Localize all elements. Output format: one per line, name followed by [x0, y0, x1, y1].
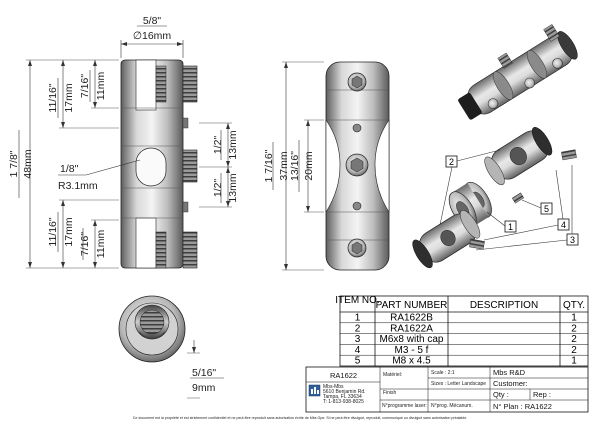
dim-lower-a-in: 11/16"	[47, 217, 59, 246]
bom-table: ITEM NO. PART NUMBER DESCRIPTION QTY. 1 …	[335, 295, 589, 367]
dim-top-width-in: 5/8"	[143, 15, 162, 27]
dim-top-width-mm: ∅16mm	[133, 30, 172, 42]
svg-text:RA1622B: RA1622B	[390, 313, 433, 324]
dim-total-mm: 48mm	[22, 149, 34, 178]
svg-text:2: 2	[355, 323, 361, 334]
dim-half-bottom-in: 1/2"	[212, 179, 224, 198]
balloons: 2 5 4 1 3	[439, 149, 579, 251]
svg-text:Scale : 2:1: Scale : 2:1	[431, 370, 455, 376]
dim-bottom-mm: 9mm	[192, 382, 216, 394]
dim-upper-a-in: 11/16"	[47, 83, 59, 112]
dim-front-total-mm: 37mm	[278, 151, 290, 180]
drawing-title: RA1622	[330, 371, 357, 380]
svg-text:RA1622A: RA1622A	[390, 323, 433, 334]
svg-text:3: 3	[355, 334, 361, 345]
svg-text:5: 5	[355, 356, 361, 367]
bottom-view	[118, 295, 186, 363]
iso-exploded	[412, 127, 577, 269]
svg-text:1: 1	[355, 313, 361, 324]
dim-bottom-in: 5/16"	[192, 367, 216, 379]
svg-text:2: 2	[571, 345, 577, 356]
svg-text:5610 Benjamin Rd.: 5610 Benjamin Rd.	[323, 389, 366, 395]
svg-text:M6x8 with cap: M6x8 with cap	[380, 334, 444, 345]
dim-front: 1 7/16" 37mm 13/16" 20mm	[263, 61, 324, 271]
front-view	[325, 61, 390, 271]
svg-text:T: 1-813-938-8025: T: 1-813-938-8025	[323, 399, 364, 405]
svg-text:1: 1	[571, 313, 577, 324]
dim-front-inner-mm: 20mm	[303, 151, 315, 180]
balloon-5: 5	[544, 204, 549, 214]
side-view	[120, 59, 198, 269]
dim-upper-b-mm: 11mm	[95, 72, 107, 101]
svg-text:Mbs-Mbs: Mbs-Mbs	[323, 384, 344, 390]
dim-total-in: 1 7/8"	[8, 150, 20, 177]
svg-text:Finish: Finish	[383, 390, 397, 396]
table-row: 3 M6x8 with cap 2	[355, 334, 578, 345]
bom-header-item: ITEM NO.	[335, 295, 379, 306]
dim-lower-b-mm: 11mm	[95, 230, 107, 259]
svg-text:M8 x 4.5: M8 x 4.5	[392, 356, 431, 367]
svg-text:1: 1	[571, 356, 577, 367]
svg-text:Rep :: Rep :	[533, 390, 551, 399]
dim-side-right: 1/2" 13mm 1/2" 13mm	[199, 122, 239, 208]
dim-side-left: 1 7/8" 48mm 11/16" 17mm 7/16" 11mm 11/16…	[8, 59, 141, 269]
dim-slot-radius-mm: R3.1mm	[58, 180, 98, 192]
svg-text:M3 - 5 f: M3 - 5 f	[395, 345, 429, 356]
svg-text:4: 4	[355, 345, 361, 356]
table-row: 1 RA1622B 1	[355, 313, 578, 324]
svg-text:Matériel:: Matériel:	[383, 372, 402, 378]
dim-lower-a-mm: 17mm	[63, 217, 75, 246]
svg-text:N°programme laser:: N°programme laser:	[382, 403, 427, 409]
confidentiality-footer: Ce document est la propriété et est stri…	[133, 416, 467, 420]
iso-assembled	[458, 24, 578, 120]
company-logo-icon	[308, 384, 321, 397]
table-row: 4 M3 - 5 f 2	[355, 345, 578, 356]
title-block: RA1622 Mbs-Mbs 5610 Benjamin Rd. Tampa, …	[305, 366, 589, 413]
svg-text:Customer:: Customer:	[493, 379, 528, 388]
table-row: 2 RA1622A 2	[355, 323, 578, 334]
dim-half-bottom-mm: 13mm	[227, 173, 239, 202]
balloon-1: 1	[508, 222, 513, 232]
svg-text:N°prog. Mécanum.: N°prog. Mécanum.	[431, 403, 473, 409]
dim-front-total-in: 1 7/16"	[263, 149, 275, 182]
svg-text:2: 2	[571, 323, 577, 334]
dim-half-top-mm: 13mm	[227, 130, 239, 159]
svg-text:Mbs R&D: Mbs R&D	[493, 368, 526, 377]
bom-header-qty: QTY.	[563, 300, 585, 311]
dim-upper-a-mm: 17mm	[63, 83, 75, 112]
bom-header-desc: DESCRIPTION	[470, 300, 538, 311]
dim-upper-b-in: 7/16"	[79, 74, 91, 98]
dim-lower-b-in: 7/16"	[79, 232, 91, 256]
svg-text:Tampa, FL 33634: Tampa, FL 33634	[323, 394, 362, 400]
dim-slot-radius-in: 1/8"	[60, 163, 79, 175]
balloon-2: 2	[449, 157, 454, 167]
svg-text:2: 2	[571, 334, 577, 345]
svg-text:Sizes : Letter Landscape: Sizes : Letter Landscape	[431, 381, 486, 387]
dim-top-width: 5/8" ∅16mm	[120, 15, 184, 58]
balloon-3: 3	[570, 235, 575, 245]
dim-front-inner-in: 13/16"	[289, 151, 301, 181]
dim-half-top-in: 1/2"	[212, 136, 224, 155]
svg-text:N° Plan : RA1622: N° Plan : RA1622	[493, 402, 552, 411]
svg-text:Qty :: Qty :	[493, 390, 509, 399]
bom-header-part: PART NUMBER	[376, 300, 448, 311]
dim-bottom: 5/16" 9mm	[187, 340, 224, 399]
table-row: 5 M8 x 4.5 1	[355, 356, 578, 367]
balloon-4: 4	[561, 220, 566, 230]
